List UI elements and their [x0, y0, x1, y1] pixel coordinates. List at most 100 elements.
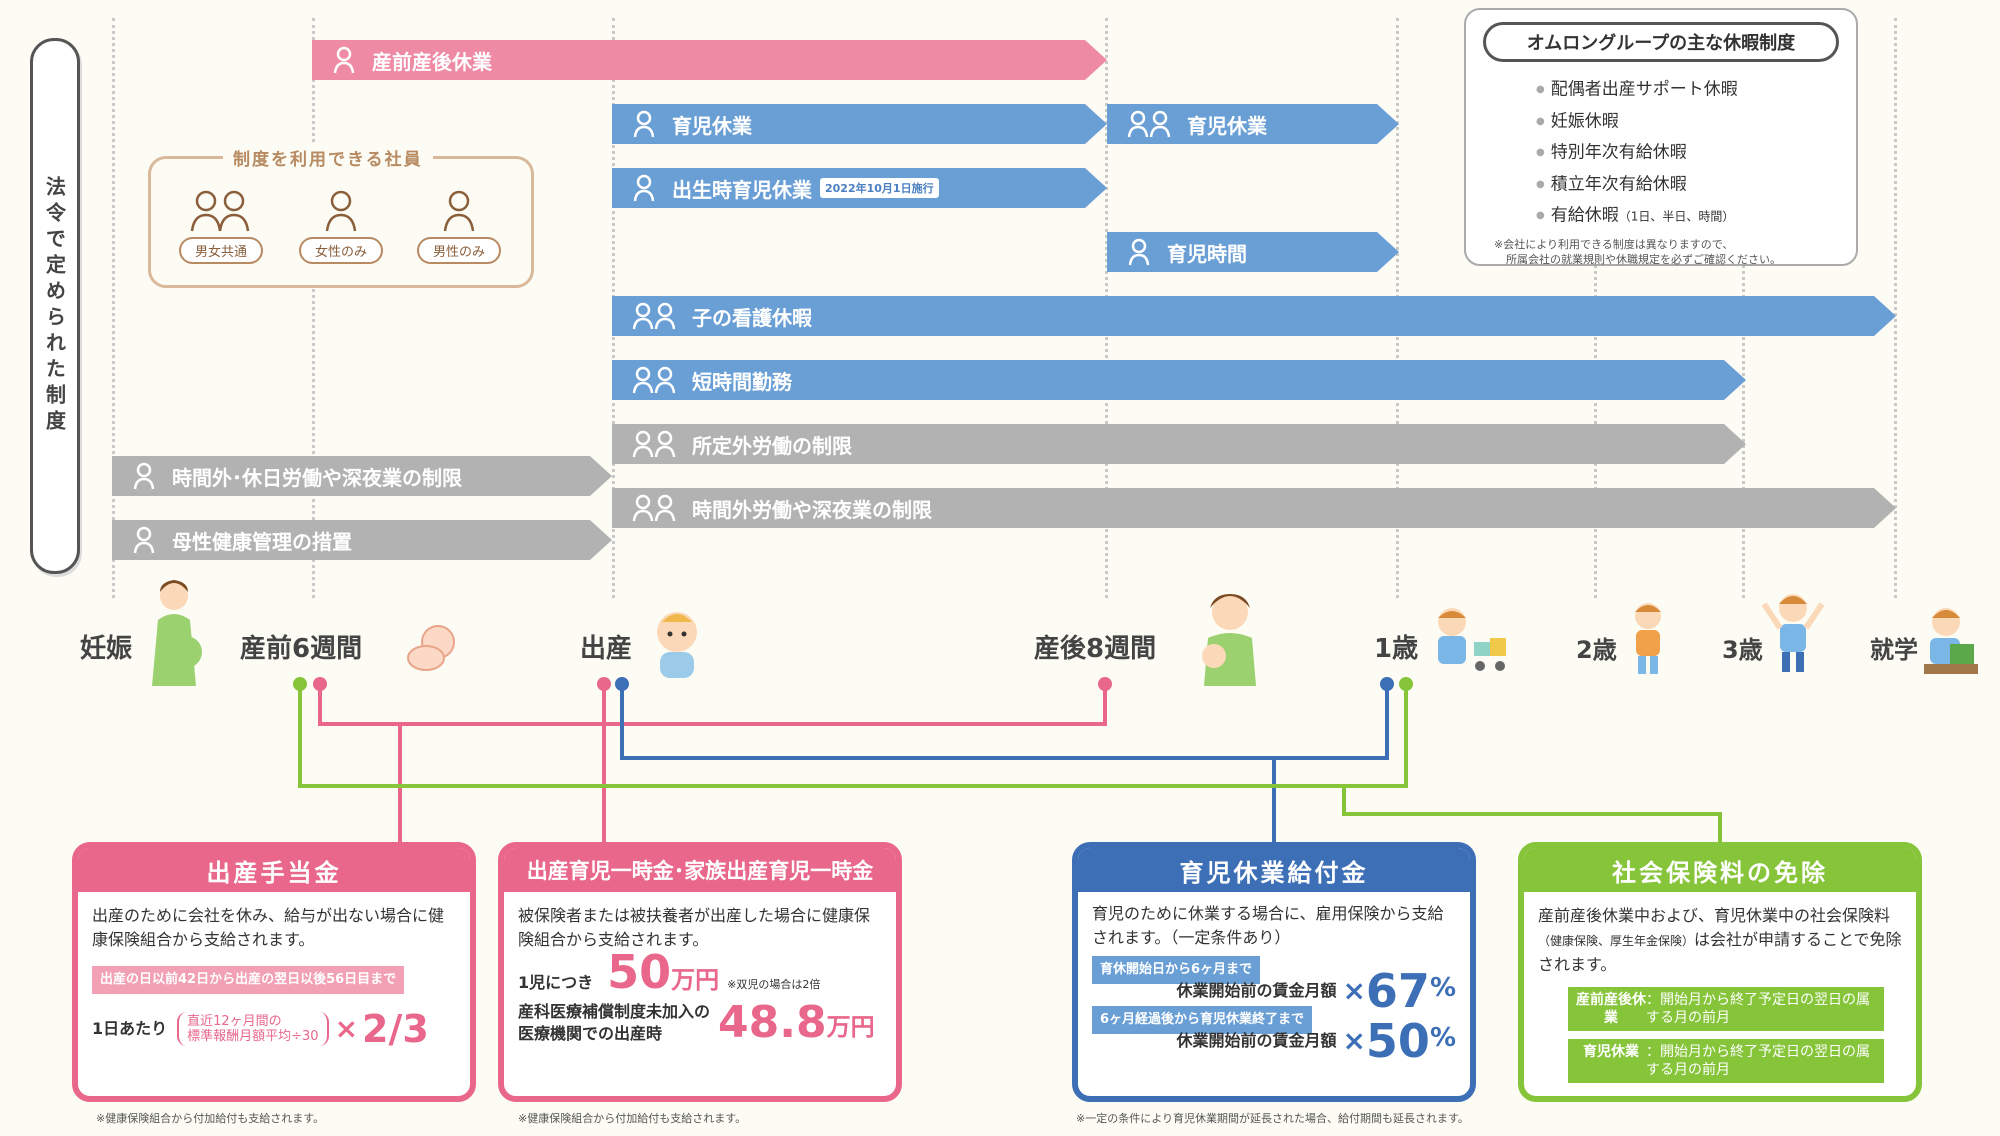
card-title: 出産育児一時金･家族出産育児一時金 [504, 848, 896, 892]
arrow-childcare-leave-1: 育児休業 [612, 104, 1107, 144]
guide-line-school [1894, 18, 1897, 598]
arrow-label: 時間外･休日労働や深夜業の制限 [172, 465, 462, 490]
guide-line-pregnancy [112, 18, 115, 598]
toddler-toys-illustration [1438, 608, 1506, 671]
formula-line-1: 直近12ヶ月間の [187, 1014, 282, 1029]
men-women-icon [632, 429, 676, 459]
man-icon [632, 109, 656, 139]
lump-sum-amount: 50 [607, 945, 672, 999]
card1-footnote: ※健康保険組合から付加給付も支給されます。 [96, 1112, 325, 1125]
legend-title: 制度を利用できる社員 [223, 145, 433, 170]
legend-men: 男性のみ [409, 187, 509, 264]
arrow-label: 時間外労働や深夜業の制限 [692, 497, 932, 522]
woman-icon [132, 525, 156, 555]
pregnant-woman-illustration [152, 580, 202, 686]
exemption-row-childcare: 育児休業 ：開始月から終了予定日の翌日の属する月の前月 [1568, 1039, 1884, 1083]
omron-leave-box: オムロングループの主な休暇制度 配偶者出産サポート休暇 妊娠休暇 特別年次有給休… [1464, 8, 1858, 266]
row-key: 育児休業 [1583, 1044, 1639, 1060]
period-chip: 出産の日以前42日から出産の翌日以後56日目まで [92, 966, 405, 994]
nonmember-label: 産科医療補償制度未加入の 医療機関での出産時 [518, 1001, 710, 1045]
legend-women-label: 女性のみ [298, 237, 383, 264]
man-icon [443, 190, 475, 232]
card-childcare-benefit: 育児休業給付金 育児のために休業する場合に、雇用保険から支給されます。（一定条件… [1072, 842, 1476, 1102]
nonmember-line-2: 医療機関での出産時 [518, 1024, 663, 1043]
arrow-short-hours: 短時間勤務 [612, 360, 1746, 400]
row-key: 産前産後休業 [1576, 992, 1646, 1026]
nonmember-amount: 48.8 [718, 997, 827, 1048]
man-icon [632, 173, 656, 203]
arrow-label: 短時間勤務 [692, 369, 792, 394]
rate-percent-1: % [1429, 973, 1456, 1003]
card-title: 社会保険料の免除 [1524, 848, 1916, 892]
timeline-pregnancy: 妊娠 [80, 634, 133, 664]
leave-item: 特別年次有給休暇 [1536, 137, 1856, 169]
nonmember-unit: 万円 [826, 1013, 875, 1041]
omron-leave-title: オムロングループの主な休暇制度 [1483, 22, 1839, 62]
timeline-age1: 1歳 [1374, 634, 1419, 664]
arrow-label: 育児休業 [672, 113, 752, 138]
arrow-childcare-time: 育児時間 [1107, 232, 1399, 272]
arrow-label: 育児休業 [1187, 113, 1267, 138]
formula-bracket: 直近12ヶ月間の 標準報酬月額平均÷30 [177, 1012, 329, 1046]
card2-footnote: ※健康保険組合から付加給付も支給されます。 [518, 1112, 747, 1125]
base-wage-label-1: 休業開始前の賃金月額 [1176, 981, 1337, 1000]
arrow-label: 出生時育児休業 [672, 177, 812, 202]
timeline-post8w: 産後8週間 [1034, 634, 1157, 664]
desc-part-2: は会社が申請することで免除されます。 [1538, 930, 1902, 974]
leave-item: 積立年次有給休暇 [1536, 169, 1856, 201]
base-wage-label-2: 休業開始前の賃金月額 [1176, 1031, 1337, 1050]
card-desc: 出産のために会社を休み、給与が出ない場合に健康保険組合から支給されます。 [92, 906, 445, 949]
card-social-insurance: 社会保険料の免除 産前産後休業中および、育児休業中の社会保険料（健康保険、厚生年… [1518, 842, 1922, 1102]
arrow-pregnancy-overtime-limit: 時間外･休日労働や深夜業の制限 [112, 456, 612, 496]
eligible-employees-legend: 制度を利用できる社員 男女共通 女性のみ 男性のみ [148, 145, 534, 288]
ratio-value: 2/3 [362, 1007, 429, 1051]
mother-baby-illustration [1202, 594, 1256, 686]
timeline-age3: 3歳 [1722, 636, 1763, 664]
omron-leave-list: 配偶者出産サポート休暇 妊娠休暇 特別年次有給休暇 積立年次有給休暇 有給休暇（… [1536, 74, 1856, 233]
per-day-label: 1日あたり [92, 1019, 168, 1038]
per-child-label: 1児につき [518, 973, 594, 992]
arrow-maternity-leave: 産前産後休業 [312, 40, 1107, 80]
timeline-birth: 出産 [580, 634, 633, 664]
men-women-icon [1127, 109, 1171, 139]
formula-line-2: 標準報酬月額平均÷30 [187, 1029, 319, 1044]
legend-women: 女性のみ [291, 187, 391, 264]
rate-value-2: 50 [1365, 1014, 1430, 1068]
times-sign-2: × [1342, 1024, 1366, 1057]
legend-men-label: 男性のみ [416, 237, 501, 264]
arrow-label: 子の看護休暇 [692, 305, 812, 330]
card-maternity-allowance: 出産手当金 出産のために会社を休み、給与が出ない場合に健康保険組合から支給されま… [72, 842, 476, 1102]
child-age3-illustration [1761, 594, 1825, 672]
period-chip-1: 育休開始日から6ヶ月まで [1092, 956, 1261, 984]
omron-leave-note-2: 所属会社の就業規則や休職規定を必ずご確認ください。 [1506, 252, 1781, 266]
school-child-illustration [1924, 608, 1978, 674]
arrow-label: 所定外労働の制限 [692, 433, 852, 458]
omron-leave-note-1: ※会社により利用できる制度は異なりますので、 [1494, 237, 1734, 251]
arrow-label: 母性健康管理の措置 [172, 529, 352, 554]
woman-icon [132, 461, 156, 491]
card-desc: 被保険者または被扶養者が出産した場合に健康保険組合から支給されます。 [518, 906, 871, 949]
guide-line-pre6w [312, 18, 315, 598]
benefit-connector-lines [293, 677, 1722, 842]
men-women-icon [632, 301, 676, 331]
row-value: ：開始月から終了予定日の翌日の属する月の前月 [1646, 992, 1870, 1026]
times-sign: × [334, 1012, 359, 1045]
row-value: ：開始月から終了予定日の翌日の属する月の前月 [1646, 1044, 1870, 1078]
period-chip-2: 6ヶ月経過後から育児休業終了まで [1092, 1006, 1313, 1034]
card-desc: 育児のために休業する場合に、雇用保険から支給されます。（一定条件あり） [1092, 904, 1444, 947]
leave-item: 妊娠休暇 [1536, 106, 1856, 138]
arrow-childcare-leave-2: 育児休業 [1107, 104, 1399, 144]
desc-sub: （健康保険、厚生年金保険） [1538, 934, 1695, 948]
timeline-school: 就学 [1870, 636, 1918, 664]
arrow-maternal-health: 母性健康管理の措置 [112, 520, 612, 560]
timeline-pre6w: 産前6週間 [240, 634, 363, 664]
legend-both: 男女共通 [171, 187, 271, 264]
lump-sum-unit: 万円 [671, 966, 720, 994]
arrow-sick-child-care: 子の看護休暇 [612, 296, 1896, 336]
exemption-row-maternity: 産前産後休業 ：開始月から終了予定日の翌日の属する月の前月 [1568, 987, 1884, 1031]
rate-value-1: 67 [1365, 964, 1430, 1018]
men-women-icon [632, 365, 676, 395]
child-age2-illustration [1635, 603, 1661, 674]
card-title: 育児休業給付金 [1078, 848, 1470, 892]
paid-leave-label: 有給休暇 [1550, 205, 1619, 226]
